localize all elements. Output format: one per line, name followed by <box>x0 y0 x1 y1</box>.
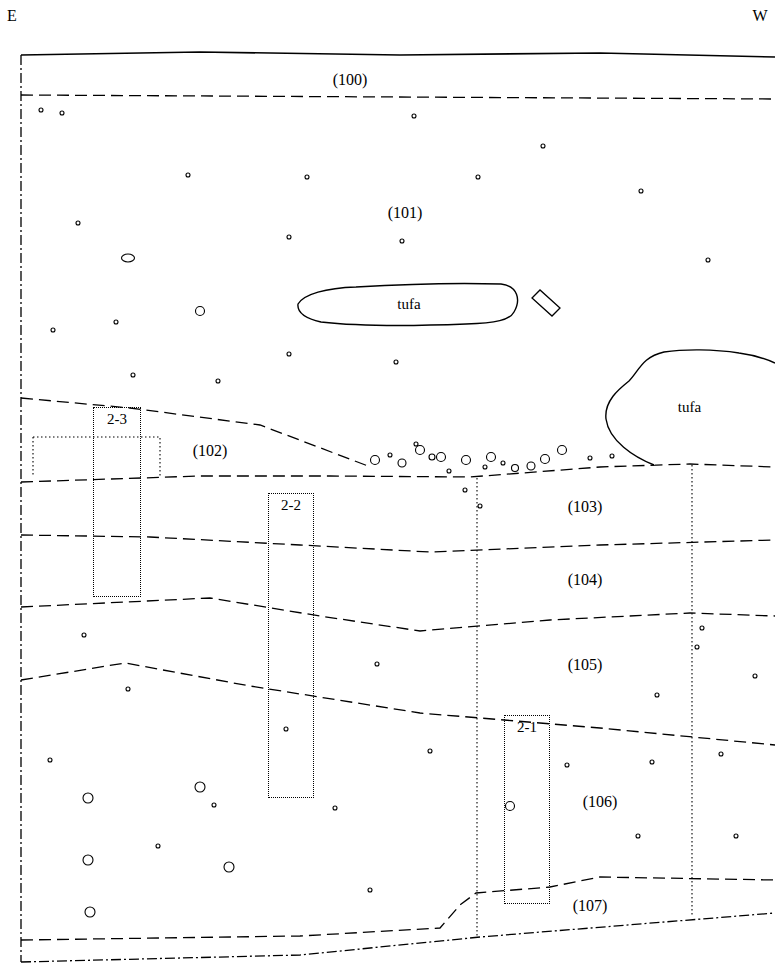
pebble <box>216 379 220 383</box>
pebble <box>368 888 372 892</box>
pebble <box>501 461 505 465</box>
pebble <box>85 907 95 917</box>
pebble <box>186 173 190 177</box>
pebble <box>695 645 699 649</box>
sample-column: 2-2 <box>268 493 314 798</box>
pebble <box>650 760 654 764</box>
layer-number: (101) <box>388 205 423 221</box>
tufa-label: tufa <box>397 297 420 312</box>
pebble <box>284 727 288 731</box>
layer-boundaries <box>21 95 775 940</box>
pebble <box>126 687 130 691</box>
tufa-outline-path <box>606 350 775 465</box>
pebble <box>588 456 592 460</box>
layer-number: (102) <box>193 443 228 459</box>
layer-number: (106) <box>583 794 618 810</box>
pebble <box>506 802 515 811</box>
pebble <box>483 465 487 469</box>
sample-column: 2-1 <box>504 715 550 904</box>
pebble <box>131 373 135 377</box>
pebble <box>224 862 234 872</box>
pebble <box>429 454 435 460</box>
excavation-base <box>21 913 775 962</box>
pebble <box>610 454 614 458</box>
layer-number: (107) <box>573 898 608 914</box>
pebble <box>462 456 471 465</box>
tufa-label: tufa <box>678 400 701 415</box>
layer-number: (104) <box>568 572 603 588</box>
pebble <box>655 693 659 697</box>
pebble <box>412 114 416 118</box>
sample-number: 2-2 <box>281 498 301 513</box>
pebble <box>565 763 569 767</box>
pebble <box>388 453 392 457</box>
pebble <box>416 446 425 455</box>
pebble <box>636 834 640 838</box>
pebble <box>527 462 535 470</box>
pebble <box>305 175 309 179</box>
pebble <box>753 674 757 678</box>
pebble <box>76 221 80 225</box>
pebble <box>114 320 118 324</box>
pebble <box>287 235 291 239</box>
pebble <box>156 844 160 848</box>
ground-surface <box>21 52 775 57</box>
tufa-block: tufa <box>296 282 522 327</box>
pebble <box>39 108 43 112</box>
pebble <box>437 453 446 462</box>
pebble <box>371 456 380 465</box>
pebble <box>212 803 216 807</box>
pebble <box>428 749 432 753</box>
pebble <box>706 258 710 262</box>
sample-column: 2-3 <box>93 407 141 597</box>
tufa-outline-path <box>298 284 518 326</box>
pebble <box>60 111 64 115</box>
orientation-label: E <box>7 8 17 24</box>
pebble <box>51 328 55 332</box>
pebble <box>400 239 404 243</box>
pebble <box>375 662 379 666</box>
pebble <box>48 758 52 762</box>
pebble <box>287 352 291 356</box>
pebble <box>83 855 93 865</box>
orientation-label: W <box>752 8 767 24</box>
section-edge <box>20 55 21 962</box>
pebble <box>447 469 451 473</box>
pebble <box>196 307 205 316</box>
pebble <box>476 175 480 179</box>
layer-number: (103) <box>568 499 603 515</box>
pebble <box>487 453 496 462</box>
tufa-fragment <box>532 290 560 316</box>
sample-number: 2-1 <box>517 720 537 735</box>
pebble <box>82 633 86 637</box>
pebble <box>700 626 704 630</box>
pebble <box>463 488 467 492</box>
pebble <box>398 459 406 467</box>
pebble <box>734 834 738 838</box>
pebble <box>333 806 337 810</box>
layer-number: (100) <box>333 72 368 88</box>
sample-number: 2-3 <box>107 412 127 427</box>
pebble <box>414 442 418 446</box>
pebble <box>512 465 519 472</box>
pebble <box>394 360 398 364</box>
pebble <box>83 793 93 803</box>
pebble <box>719 752 723 756</box>
pebble <box>639 189 643 193</box>
tufa-block: tufa <box>604 349 775 466</box>
pebble <box>122 254 135 262</box>
pebble <box>478 504 482 508</box>
section-verticals <box>33 437 692 936</box>
pebble <box>541 455 550 464</box>
pebble <box>558 446 567 455</box>
layer-number: (105) <box>568 657 603 673</box>
pebbles <box>39 108 757 917</box>
pebble <box>541 144 545 148</box>
pebble <box>195 782 205 792</box>
